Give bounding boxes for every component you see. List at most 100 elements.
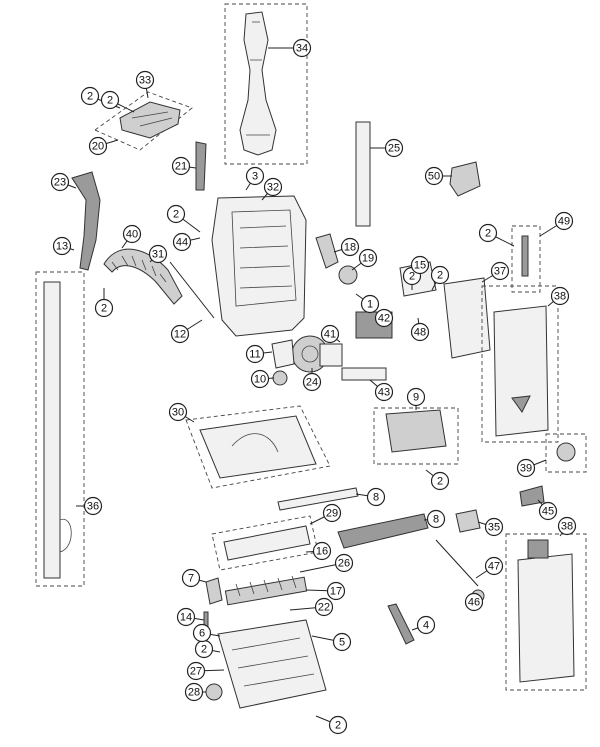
callout-number: 22 bbox=[318, 602, 330, 614]
callout-circle bbox=[410, 255, 430, 275]
part-43-pre-filter bbox=[341, 367, 387, 381]
callout-c17: 17 bbox=[305, 581, 346, 601]
callout-number: 4 bbox=[423, 620, 429, 632]
callout-circle bbox=[302, 372, 322, 392]
callout-circle bbox=[245, 166, 265, 186]
callout-c44: 44 bbox=[172, 232, 201, 252]
callout-number: 6 bbox=[199, 628, 205, 640]
part-39-latch bbox=[545, 433, 587, 473]
callout-number: 8 bbox=[433, 514, 439, 526]
callout-circle bbox=[374, 382, 394, 402]
part-12-wire bbox=[169, 261, 215, 319]
callout-number: 7 bbox=[188, 573, 194, 585]
callout-c40: 40 bbox=[121, 224, 142, 249]
part-32-main-housing bbox=[211, 195, 307, 337]
callout-c36: 36 bbox=[76, 496, 103, 516]
callout-c29: 29 bbox=[309, 503, 342, 525]
callout-circle bbox=[122, 224, 142, 244]
callout-number: 19 bbox=[362, 253, 374, 265]
part-21-crevice-tool bbox=[195, 141, 207, 191]
part-25-extension-wand bbox=[355, 121, 371, 227]
callout-number: 34 bbox=[296, 43, 308, 55]
callout-number: 14 bbox=[180, 612, 192, 624]
callout-number: 37 bbox=[494, 266, 506, 278]
callout-c2c: 2 bbox=[94, 288, 114, 318]
callout-number: 11 bbox=[249, 349, 260, 361]
callout-number: 3 bbox=[252, 171, 258, 183]
callout-number: 2 bbox=[107, 95, 113, 107]
callout-circle bbox=[292, 38, 312, 58]
part-28-wheel bbox=[205, 683, 223, 701]
callout-number: 39 bbox=[520, 463, 532, 475]
part-10-gasket bbox=[272, 370, 288, 386]
callout-circle bbox=[484, 556, 504, 576]
callout-c24: 24 bbox=[302, 368, 322, 392]
part-34-handle bbox=[224, 3, 308, 165]
callout-circle bbox=[83, 496, 103, 516]
callout-c30: 30 bbox=[168, 402, 195, 423]
callout-number: 40 bbox=[126, 229, 138, 241]
callout-circle bbox=[172, 232, 192, 252]
callout-circle bbox=[184, 682, 204, 702]
callout-number: 29 bbox=[326, 508, 338, 520]
callout-c35: 35 bbox=[477, 517, 504, 537]
callout-circle bbox=[166, 204, 186, 224]
callout-c14: 14 bbox=[176, 607, 205, 627]
callout-c8b: 8 bbox=[423, 509, 446, 529]
callout-circle bbox=[464, 592, 484, 612]
part-47-rod bbox=[435, 539, 479, 587]
callout-c38a: 38 bbox=[547, 286, 570, 307]
callout-number: 5 bbox=[339, 637, 345, 649]
callout-circle bbox=[176, 607, 196, 627]
callout-number: 35 bbox=[488, 522, 500, 534]
callout-c5: 5 bbox=[311, 632, 352, 652]
callout-circle bbox=[406, 387, 426, 407]
part-11-fan-cover bbox=[271, 339, 295, 369]
callout-number: 13 bbox=[56, 241, 68, 253]
callout-number: 2 bbox=[335, 720, 341, 732]
callout-circle bbox=[366, 487, 386, 507]
callout-circle bbox=[186, 661, 206, 681]
callout-c22: 22 bbox=[289, 597, 334, 617]
callout-number: 49 bbox=[558, 216, 570, 228]
callout-c49: 49 bbox=[539, 211, 574, 237]
callout-circle bbox=[148, 244, 168, 264]
callout-circle bbox=[171, 156, 191, 176]
callout-number: 32 bbox=[267, 182, 279, 194]
callout-number: 26 bbox=[338, 558, 350, 570]
callout-number: 23 bbox=[54, 177, 66, 189]
callout-number: 21 bbox=[175, 161, 187, 173]
callout-c34: 34 bbox=[268, 38, 312, 58]
callout-number: 20 bbox=[92, 141, 104, 153]
callout-circle bbox=[245, 344, 265, 364]
callout-circle bbox=[334, 553, 354, 573]
callout-number: 2 bbox=[101, 303, 107, 315]
callout-c2b: 2 bbox=[166, 204, 201, 233]
part-19-seal bbox=[338, 265, 358, 285]
callout-number: 9 bbox=[413, 392, 419, 404]
callout-number: 44 bbox=[176, 237, 188, 249]
callout-c31: 31 bbox=[148, 244, 168, 264]
callout-c26: 26 bbox=[299, 553, 354, 573]
callout-number: 2 bbox=[485, 228, 491, 240]
callout-number: 2 bbox=[437, 476, 443, 488]
hose-ribs bbox=[111, 255, 167, 283]
part-8-bumper bbox=[277, 487, 359, 511]
part-50-upholstery-tool bbox=[449, 161, 481, 197]
callout-circle bbox=[410, 322, 430, 342]
callout-number: 46 bbox=[468, 597, 480, 609]
callout-number: 27 bbox=[190, 666, 202, 678]
callout-number: 42 bbox=[378, 313, 390, 325]
callout-circle bbox=[168, 402, 188, 422]
callout-number: 18 bbox=[344, 242, 356, 254]
callout-number: 16 bbox=[316, 546, 328, 558]
callout-circle bbox=[320, 324, 340, 344]
callout-c9: 9 bbox=[406, 387, 426, 410]
callout-c38b: 38 bbox=[557, 516, 577, 537]
callout-number: 12 bbox=[174, 329, 186, 341]
callout-c19: 19 bbox=[351, 248, 378, 271]
callout-circle bbox=[100, 90, 120, 110]
callout-c45: 45 bbox=[537, 499, 558, 521]
callout-number: 43 bbox=[378, 387, 390, 399]
part-18-elbow bbox=[315, 233, 339, 269]
